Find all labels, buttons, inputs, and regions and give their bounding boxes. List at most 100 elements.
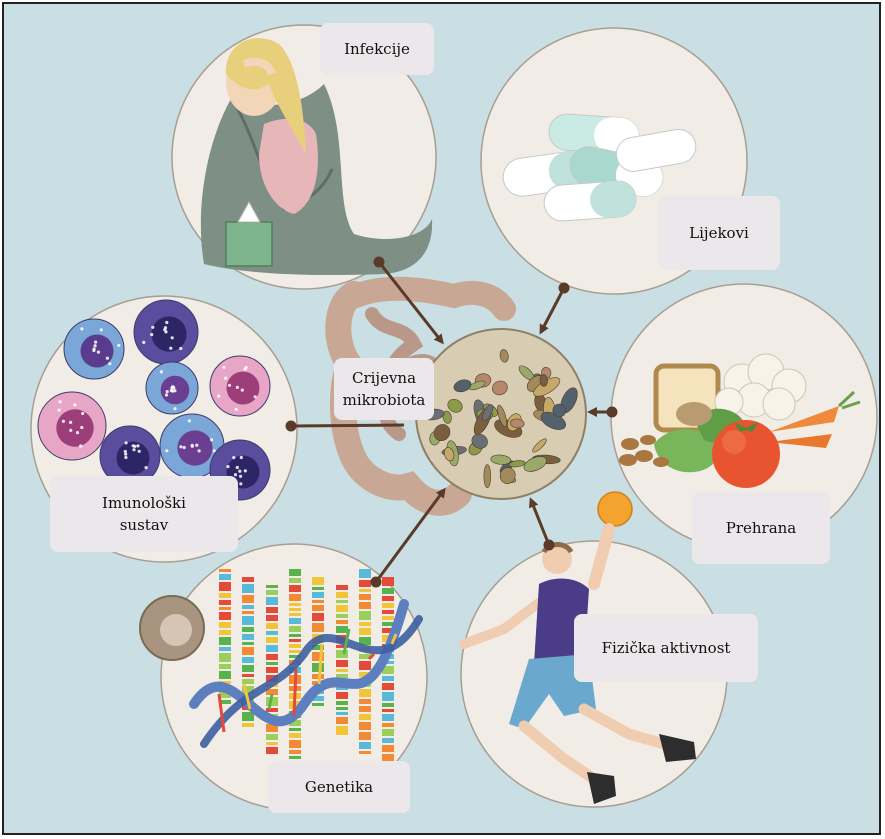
gene-band xyxy=(336,650,348,658)
gene-band xyxy=(219,582,231,591)
cell-granule xyxy=(238,470,241,473)
cell-granule xyxy=(239,475,242,478)
gene-band xyxy=(289,634,301,637)
cell-granule xyxy=(138,450,141,453)
gene-band xyxy=(242,595,254,603)
cell-granule xyxy=(136,444,139,447)
gene-band xyxy=(359,580,371,587)
gene-band xyxy=(359,689,371,697)
gene-band xyxy=(359,706,371,712)
infekcije-label: Infekcije xyxy=(320,23,434,75)
gene-band xyxy=(289,750,301,754)
cell-granule xyxy=(69,429,72,432)
gene-band xyxy=(242,674,254,677)
cell-granule xyxy=(183,446,186,449)
cell-granule xyxy=(179,347,182,350)
cell-granule xyxy=(164,326,167,329)
gene-band xyxy=(219,630,231,635)
gene-band xyxy=(359,602,371,609)
gene-band xyxy=(336,614,348,618)
cell-granule xyxy=(73,403,76,406)
microbe xyxy=(484,465,491,488)
gene-band xyxy=(289,626,301,632)
prehrana-label: Prehrana xyxy=(692,492,830,564)
gene-band xyxy=(336,600,348,603)
gene-band xyxy=(382,703,394,707)
gene-band xyxy=(336,605,348,612)
gene-band xyxy=(266,742,278,745)
gene-band xyxy=(359,742,371,749)
gene-band xyxy=(336,692,348,699)
gene-band xyxy=(289,644,301,648)
gene-band xyxy=(382,714,394,721)
cell-granule xyxy=(171,390,174,393)
gene-band xyxy=(382,738,394,743)
gene-band xyxy=(289,578,301,583)
gene-band xyxy=(266,645,278,652)
gene-band xyxy=(359,611,371,620)
fizicka-label: Fizička aktivnost xyxy=(574,614,758,682)
gene-band xyxy=(219,671,231,679)
gene-band xyxy=(312,663,324,672)
gene-band xyxy=(266,637,278,643)
gene-band xyxy=(336,585,348,590)
gene-band xyxy=(312,592,324,598)
cell-granule xyxy=(124,450,127,453)
gene-band xyxy=(219,647,231,651)
gene-band xyxy=(219,593,231,598)
cell-granule xyxy=(191,444,194,447)
cell-granule xyxy=(165,393,168,396)
gene-band xyxy=(219,637,231,645)
gene-band xyxy=(289,608,301,611)
cell-granule xyxy=(239,482,242,485)
cell-granule xyxy=(106,357,109,360)
cell-granule xyxy=(145,466,148,469)
diagram-artwork xyxy=(4,4,881,835)
cell-granule xyxy=(160,370,163,373)
gene-band xyxy=(242,665,254,672)
cell-granule xyxy=(165,321,168,324)
cell-granule xyxy=(69,421,72,424)
gene-band xyxy=(242,657,254,663)
gene-band xyxy=(242,723,254,727)
gene-band xyxy=(359,569,371,578)
gene-band xyxy=(266,607,278,613)
cell-granule xyxy=(150,333,153,336)
center-label: Crijevna mikrobiota xyxy=(334,358,434,420)
gene-band xyxy=(359,628,371,635)
gene-band xyxy=(382,603,394,608)
gene-band xyxy=(289,618,301,624)
gene-band xyxy=(382,745,394,752)
cell-granule xyxy=(195,444,198,447)
cell-granule xyxy=(59,400,62,403)
gene-band xyxy=(336,707,348,710)
gene-band xyxy=(289,650,301,653)
gene-band xyxy=(219,664,231,669)
gene-band xyxy=(266,734,278,740)
cell-granule xyxy=(79,444,82,447)
cell-granule xyxy=(81,412,84,415)
gene-band xyxy=(242,679,254,684)
gene-band xyxy=(312,600,324,603)
gene-band xyxy=(336,626,348,633)
cell-granule xyxy=(240,456,243,459)
gene-band xyxy=(289,585,301,592)
gene-band xyxy=(359,622,371,626)
cell-granule xyxy=(235,408,238,411)
gene-band xyxy=(242,712,254,721)
gene-band xyxy=(266,654,278,660)
cell-granule xyxy=(236,386,239,389)
cell-granule xyxy=(108,362,111,365)
gene-band xyxy=(266,667,278,673)
gene-band xyxy=(359,589,371,592)
imunoloski-label: Imunološki sustav xyxy=(50,476,238,552)
gene-band xyxy=(336,669,348,672)
cell-granule xyxy=(166,390,169,393)
cell-granule xyxy=(236,466,239,469)
cell-granule xyxy=(62,420,65,423)
gene-band xyxy=(289,733,301,738)
gene-band xyxy=(289,613,301,616)
cell-nucleus xyxy=(56,409,93,446)
gene-band xyxy=(336,620,348,624)
